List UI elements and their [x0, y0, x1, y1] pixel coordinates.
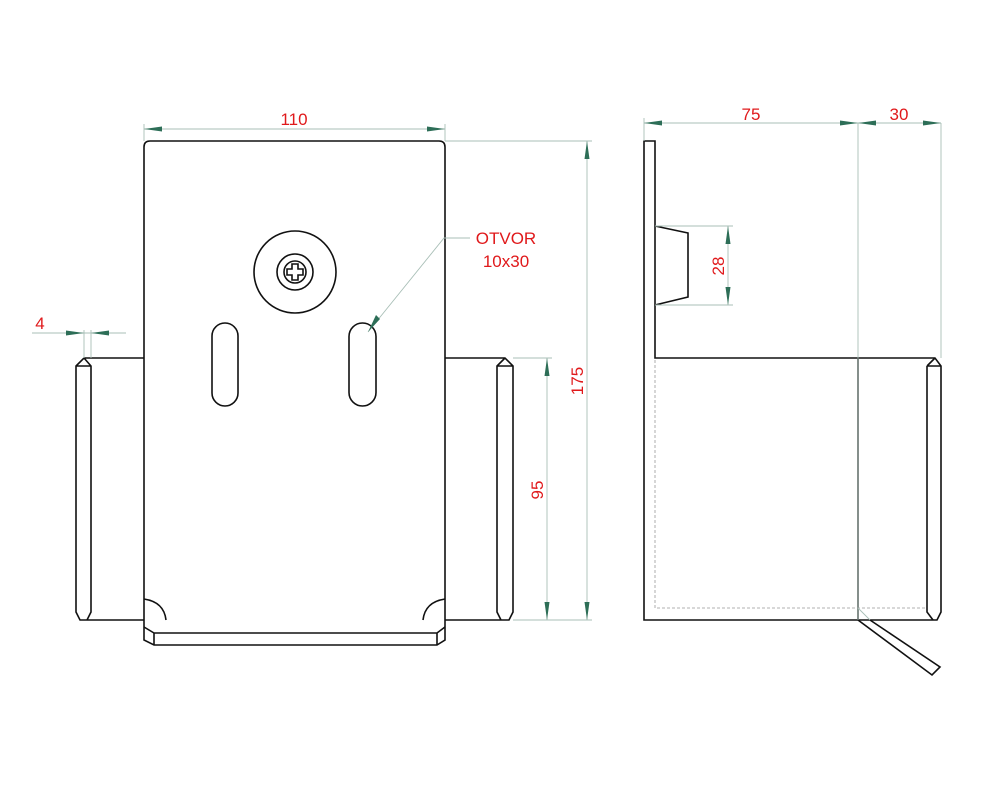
slot-right [348, 322, 377, 407]
right-wing [445, 357, 514, 621]
bent-tab [857, 619, 942, 677]
screw-icon [253, 230, 337, 314]
side-wing [926, 357, 941, 621]
dim-label-175: 175 [568, 367, 587, 395]
slot-callout: OTVOR 10x30 [367, 229, 536, 333]
dim-label-75: 75 [742, 105, 761, 124]
bottom-strip [143, 626, 446, 645]
dimension-28: 28 [655, 225, 733, 306]
front-view [75, 140, 514, 646]
dimension-175: 175 [445, 140, 592, 621]
dim-label-28: 28 [709, 257, 728, 276]
dimension-75: 75 [643, 105, 942, 620]
callout-size: 10x30 [483, 252, 529, 271]
back-plate [143, 140, 446, 646]
boss [654, 225, 689, 306]
dimension-95: 95 [513, 357, 552, 620]
slot-left [211, 322, 239, 407]
left-wing [75, 357, 144, 621]
dimension-30: 30 [858, 105, 941, 126]
hidden-lines [654, 360, 927, 609]
dimension-110: 110 [143, 110, 446, 141]
dim-label-110: 110 [280, 110, 307, 129]
side-view [643, 140, 942, 677]
corner-arc-right [422, 598, 446, 621]
callout-title: OTVOR [476, 229, 536, 248]
dim-label-4: 4 [35, 314, 44, 333]
dim-label-95: 95 [528, 481, 547, 500]
dimension-4: 4 [32, 314, 126, 358]
side-plate [643, 140, 942, 621]
corner-arc-left [143, 598, 167, 621]
dim-label-30: 30 [890, 105, 909, 124]
